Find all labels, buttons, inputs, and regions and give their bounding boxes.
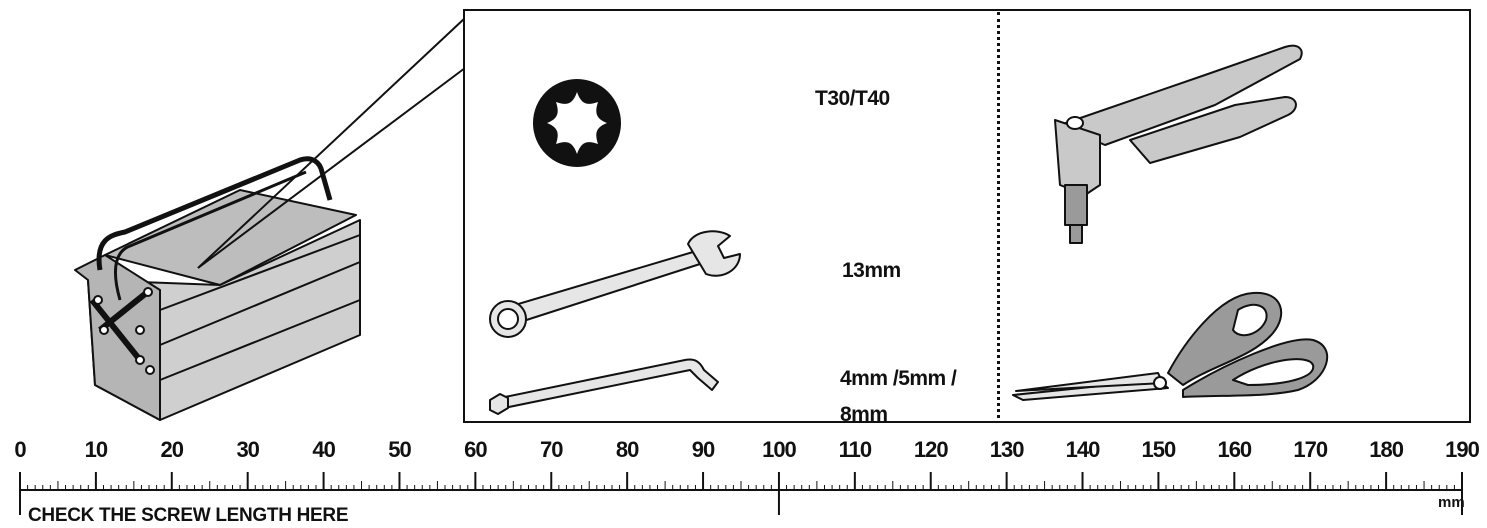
ruler-number: 160 bbox=[1217, 437, 1252, 462]
dotted-divider bbox=[997, 12, 1000, 418]
ruler-number: 120 bbox=[913, 437, 949, 462]
combination-wrench-icon bbox=[489, 230, 741, 338]
ruler-number: 60 bbox=[464, 437, 488, 462]
ruler-unit-label: mm bbox=[1438, 494, 1465, 511]
ruler-number: 110 bbox=[838, 437, 872, 462]
ruler-number: 90 bbox=[691, 437, 716, 462]
ruler-number: 130 bbox=[989, 437, 1025, 462]
ruler-number: 20 bbox=[160, 437, 185, 462]
toolbox-illustration bbox=[74, 17, 466, 421]
wrench-size-label: 13mm bbox=[842, 259, 901, 282]
ruler-number: 70 bbox=[540, 437, 564, 462]
ruler-number: 0 bbox=[14, 437, 26, 462]
torx-icon bbox=[533, 79, 621, 167]
rivet-gun-icon bbox=[1054, 44, 1303, 244]
ruler-number: 140 bbox=[1065, 437, 1101, 462]
ruler-number: 170 bbox=[1293, 437, 1328, 462]
ruler-number: 30 bbox=[236, 437, 260, 462]
ruler-number: 10 bbox=[84, 437, 109, 462]
ruler-number: 80 bbox=[615, 437, 640, 462]
callout-lines bbox=[197, 17, 466, 269]
hex-key-size-label-line1: 4mm /5mm / bbox=[840, 367, 957, 390]
screw-length-caption: CHECK THE SCREW LENGTH HERE bbox=[28, 505, 349, 526]
ruler-number: 40 bbox=[312, 437, 336, 462]
ruler-number: 50 bbox=[388, 437, 412, 462]
ruler-number: 100 bbox=[762, 437, 797, 462]
ruler-number: 180 bbox=[1369, 437, 1404, 462]
torx-size-label: T30/T40 bbox=[815, 87, 890, 110]
hex-key-icon bbox=[489, 358, 719, 415]
toolbox-icon bbox=[74, 156, 361, 421]
ruler-number: 190 bbox=[1445, 437, 1480, 462]
ruler-number: 150 bbox=[1141, 437, 1177, 462]
scissors-icon bbox=[1012, 291, 1329, 401]
hex-key-size-label-line2: 8mm bbox=[840, 403, 888, 426]
